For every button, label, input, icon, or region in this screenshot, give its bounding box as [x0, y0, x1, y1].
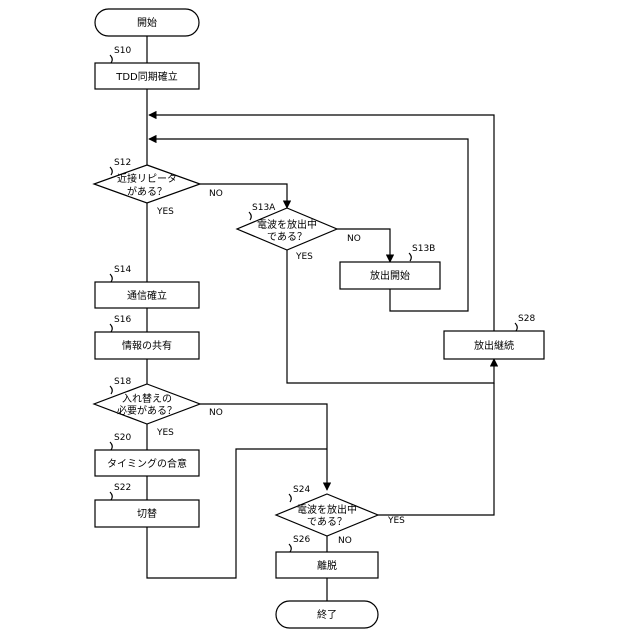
start-label: 開始 [137, 16, 157, 29]
s12-no-label: NO [209, 189, 223, 199]
step-label-s18: S18 [114, 377, 131, 387]
decision-s13a: S13A 電波を放出中 である？ [237, 203, 337, 250]
decision-s13a-line1: 電波を放出中 [257, 218, 317, 231]
step-tick-s13b [409, 253, 411, 261]
step-tick-s24 [289, 494, 291, 502]
node-s20-label: タイミングの合意 [107, 457, 187, 470]
node-s14-label: 通信確立 [127, 289, 167, 302]
step-label-s10: S10 [114, 46, 131, 56]
s18-no-label: NO [209, 408, 223, 418]
step-tick-s16 [110, 324, 112, 332]
start-node: 開始 [95, 9, 199, 36]
step-label-s14: S14 [114, 265, 131, 275]
step-label-s24: S24 [293, 485, 310, 495]
step-label-s13b: S13B [412, 244, 435, 254]
step-tick-s20 [110, 442, 112, 450]
s12-yes-label: YES [156, 207, 174, 217]
decision-s24-line2: である？ [307, 516, 347, 528]
step-label-s26: S26 [293, 535, 310, 545]
step-tick-s10 [110, 55, 112, 63]
s24-yes-label: YES [387, 516, 405, 526]
node-s22-label: 切替 [137, 507, 157, 520]
step-tick-s26 [289, 544, 291, 552]
node-s26-label: 離脱 [317, 559, 337, 572]
decision-s12: S12 近接リピータ がある？ [94, 158, 200, 203]
step-label-s13a: S13A [252, 203, 276, 213]
decision-s24: S24 電波を放出中 である？ [276, 485, 378, 536]
step-tick-s13a [249, 212, 251, 220]
s18-yes-label: YES [156, 428, 174, 438]
step-label-s28: S28 [518, 314, 535, 324]
step-tick-s28 [515, 323, 517, 331]
edge-s24-yes [378, 383, 494, 515]
decision-s12-line2: がある？ [127, 185, 167, 198]
step-tick-s12 [110, 167, 112, 175]
step-label-s16: S16 [114, 315, 131, 325]
step-label-s20: S20 [114, 433, 131, 443]
step-tick-s22 [110, 492, 112, 500]
decision-s12-line1: 近接リピータ [117, 172, 177, 185]
step-tick-s14 [110, 274, 112, 282]
node-s10-label: TDD同期確立 [115, 70, 178, 83]
decision-s18-line1: 入れ替えの [122, 392, 172, 405]
node-s28-label: 放出継続 [474, 339, 514, 352]
decision-s18-line2: 必要がある？ [117, 404, 177, 417]
s13a-no-label: NO [347, 234, 361, 244]
node-s16-label: 情報の共有 [122, 339, 172, 352]
node-s13b-label: 放出開始 [370, 269, 410, 282]
decision-s24-line1: 電波を放出中 [297, 503, 357, 516]
step-label-s22: S22 [114, 483, 131, 493]
s13a-yes-label: YES [295, 252, 313, 262]
decision-s13a-line2: である？ [267, 231, 307, 243]
end-node: 終了 [276, 601, 378, 628]
s24-no-label: NO [338, 536, 352, 546]
edge-s13a-no [337, 229, 390, 262]
step-label-s12: S12 [114, 158, 131, 168]
step-tick-s18 [110, 386, 112, 394]
decision-s18: S18 入れ替えの 必要がある？ [94, 377, 200, 424]
end-label: 終了 [317, 608, 337, 621]
